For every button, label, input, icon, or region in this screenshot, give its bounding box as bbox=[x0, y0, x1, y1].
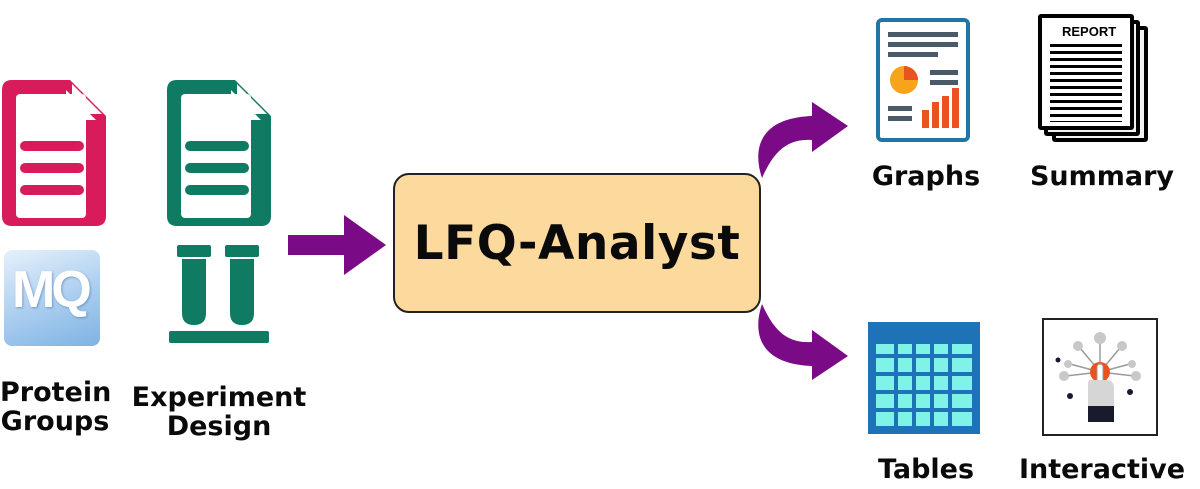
experiment-design-label-line1: Experiment bbox=[131, 382, 307, 413]
report-text-lines bbox=[1050, 44, 1122, 122]
input-arrow bbox=[288, 215, 386, 275]
protein-groups-file-icon bbox=[2, 80, 106, 226]
summary-report-icon: REPORT bbox=[1038, 14, 1156, 144]
maxquant-logo: MQ bbox=[4, 250, 100, 346]
protein-groups-label: Protein Groups bbox=[0, 377, 112, 437]
lower-curved-arrow bbox=[758, 304, 848, 380]
experiment-design-label-line2: Design bbox=[166, 411, 272, 442]
protein-groups-label-line1: Protein bbox=[0, 377, 112, 408]
tables-label: Tables bbox=[877, 454, 975, 485]
summary-label: Summary bbox=[1029, 161, 1175, 192]
experiment-design-file-icon bbox=[167, 80, 271, 226]
lfq-analyst-title: LFQ-Analyst bbox=[413, 215, 741, 271]
upper-curved-arrow bbox=[758, 102, 848, 178]
test-tubes-icon bbox=[169, 245, 269, 343]
interactive-icon bbox=[1042, 318, 1158, 436]
maxquant-logo-text: MQ bbox=[12, 261, 92, 319]
touch-hand-icon bbox=[1055, 332, 1141, 422]
graphs-label: Graphs bbox=[871, 161, 981, 192]
tables-icon bbox=[868, 322, 980, 434]
experiment-design-label: Experiment Design bbox=[126, 383, 312, 441]
interactive-label: Interactive bbox=[1018, 454, 1186, 485]
lfq-analyst-box: LFQ-Analyst bbox=[393, 173, 761, 313]
protein-groups-label-line2: Groups bbox=[0, 406, 110, 437]
graphs-icon bbox=[876, 18, 970, 142]
report-header: REPORT bbox=[1062, 24, 1117, 39]
